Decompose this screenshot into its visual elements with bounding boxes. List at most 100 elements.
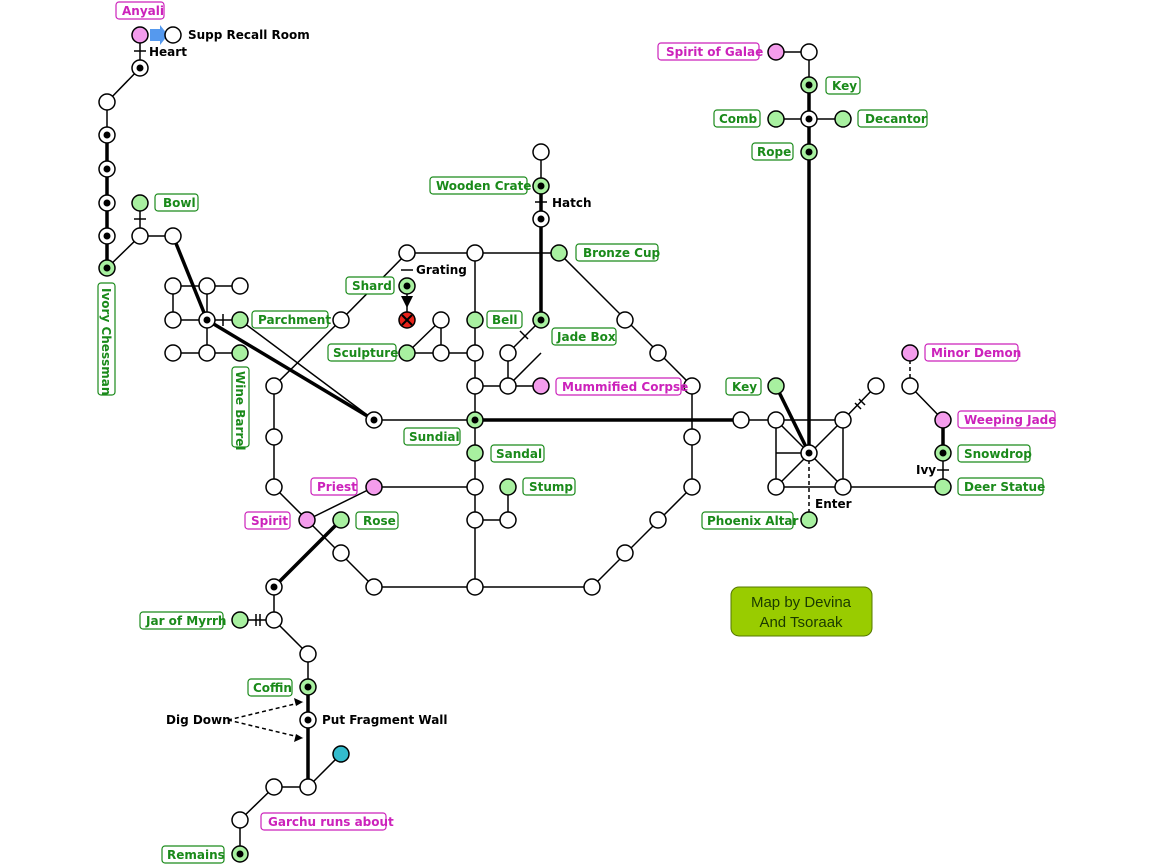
npc-room-node [298, 511, 316, 529]
item-room-node [231, 344, 249, 362]
item-room-node [332, 511, 350, 529]
room-node [466, 377, 484, 395]
room-node [683, 377, 701, 395]
room-node [466, 344, 484, 362]
room-node [231, 811, 249, 829]
room-node [432, 344, 450, 362]
room-node [616, 311, 634, 329]
item-label-parchment: Parchment [258, 313, 331, 327]
room-node [365, 578, 383, 596]
item-rooms [98, 76, 952, 863]
room-node [867, 377, 885, 395]
exit-labels: Supp Recall Room Heart Grating Hatch Ivy… [149, 28, 936, 727]
npc-label-priest: Priest [317, 480, 357, 494]
item-label-boxes [97, 76, 1044, 864]
room-node [583, 578, 601, 596]
item-label-stump: Stump [529, 480, 573, 494]
npc-room-node [901, 344, 919, 362]
item-room-node [466, 311, 484, 329]
rooms [98, 26, 919, 829]
npc-rooms [131, 26, 952, 529]
room-node [332, 311, 350, 329]
item-label-jade-box: Jade Box [556, 330, 616, 344]
room-node [800, 43, 818, 61]
npc-room-node [934, 411, 952, 429]
room-node [466, 511, 484, 529]
door-ticks [134, 50, 949, 626]
credit-line-2: And Tsoraak [759, 614, 843, 631]
npc-label-mummified-corpse: Mummified Corpse [562, 380, 688, 394]
room-node [732, 411, 750, 429]
arrow-head-lower-icon [294, 734, 303, 742]
item-label-snowdrop: Snowdrop [964, 447, 1032, 461]
item-room-node [499, 478, 517, 496]
item-label-comb: Comb [719, 112, 758, 126]
item-room-node [834, 110, 852, 128]
item-label-key-mid: Key [732, 380, 757, 394]
room-node [466, 244, 484, 262]
item-label-bell: Bell [492, 313, 518, 327]
room-node [299, 778, 317, 796]
room-node [265, 428, 283, 446]
exit-label-hatch: Hatch [552, 196, 592, 210]
item-label-wine-barrel: Wine Barrel [233, 371, 247, 451]
arrow-head-upper-icon [294, 698, 303, 706]
blue-arrow-icon [150, 25, 168, 45]
room-node [98, 93, 116, 111]
npc-label-boxes [115, 1, 1056, 831]
npc-room-node [131, 26, 149, 44]
item-label-sundial: Sundial [409, 430, 460, 444]
item-room-node [767, 110, 785, 128]
item-room-node [767, 377, 785, 395]
room-node [198, 344, 216, 362]
item-room-node [550, 244, 568, 262]
room-node [398, 244, 416, 262]
item-label-bowl: Bowl [163, 196, 196, 210]
room-node [265, 377, 283, 395]
item-labels: Bowl Parchment Wine Barrel Ivory Chessma… [99, 79, 1045, 862]
item-label-wooden-crate: Wooden Crate [436, 179, 531, 193]
item-label-bronze-cup: Bronze Cup [583, 246, 661, 260]
room-node [265, 778, 283, 796]
room-node [901, 377, 919, 395]
room-node [499, 377, 517, 395]
item-room-node [466, 444, 484, 462]
exit-label-ivy: Ivy [916, 463, 936, 477]
room-dots [103, 64, 947, 858]
room-node [499, 344, 517, 362]
room-node [649, 344, 667, 362]
room-node [332, 544, 350, 562]
item-room-node [131, 194, 149, 212]
special-room-node [332, 745, 350, 763]
item-label-remains: Remains [167, 848, 225, 862]
item-room-node [934, 478, 952, 496]
exit-label-heart: Heart [149, 45, 187, 59]
room-node [767, 411, 785, 429]
dashed-connections [227, 353, 911, 739]
npc-label-garchu: Garchu runs about [268, 815, 394, 829]
item-label-key-top: Key [832, 79, 857, 93]
room-node [499, 511, 517, 529]
npc-labels: Anyali Spirit of Galae Mummified Corpse … [122, 4, 1056, 829]
room-node [432, 311, 450, 329]
item-label-decantor: Decantor [865, 112, 927, 126]
npc-room-node [532, 377, 550, 395]
room-node [767, 478, 785, 496]
npc-label-anyali: Anyali [122, 4, 164, 18]
blocked-x-icon [401, 314, 413, 326]
npc-label-weeping-jade: Weeping Jade [964, 413, 1056, 427]
room-node [683, 428, 701, 446]
room-node [466, 578, 484, 596]
npc-room-node [767, 43, 785, 61]
exit-label-dig-down: Dig Down [166, 713, 231, 727]
exit-label-enter: Enter [815, 497, 852, 511]
item-label-ivory-chessman: Ivory Chessman [99, 288, 113, 395]
room-node [164, 277, 182, 295]
room-node [231, 277, 249, 295]
item-room-node [398, 344, 416, 362]
item-label-rose: Rose [363, 514, 396, 528]
exit-label-supp-recall: Supp Recall Room [188, 28, 310, 42]
exit-label-put-fragment-wall: Put Fragment Wall [322, 713, 448, 727]
room-node [683, 478, 701, 496]
room-node [198, 277, 216, 295]
